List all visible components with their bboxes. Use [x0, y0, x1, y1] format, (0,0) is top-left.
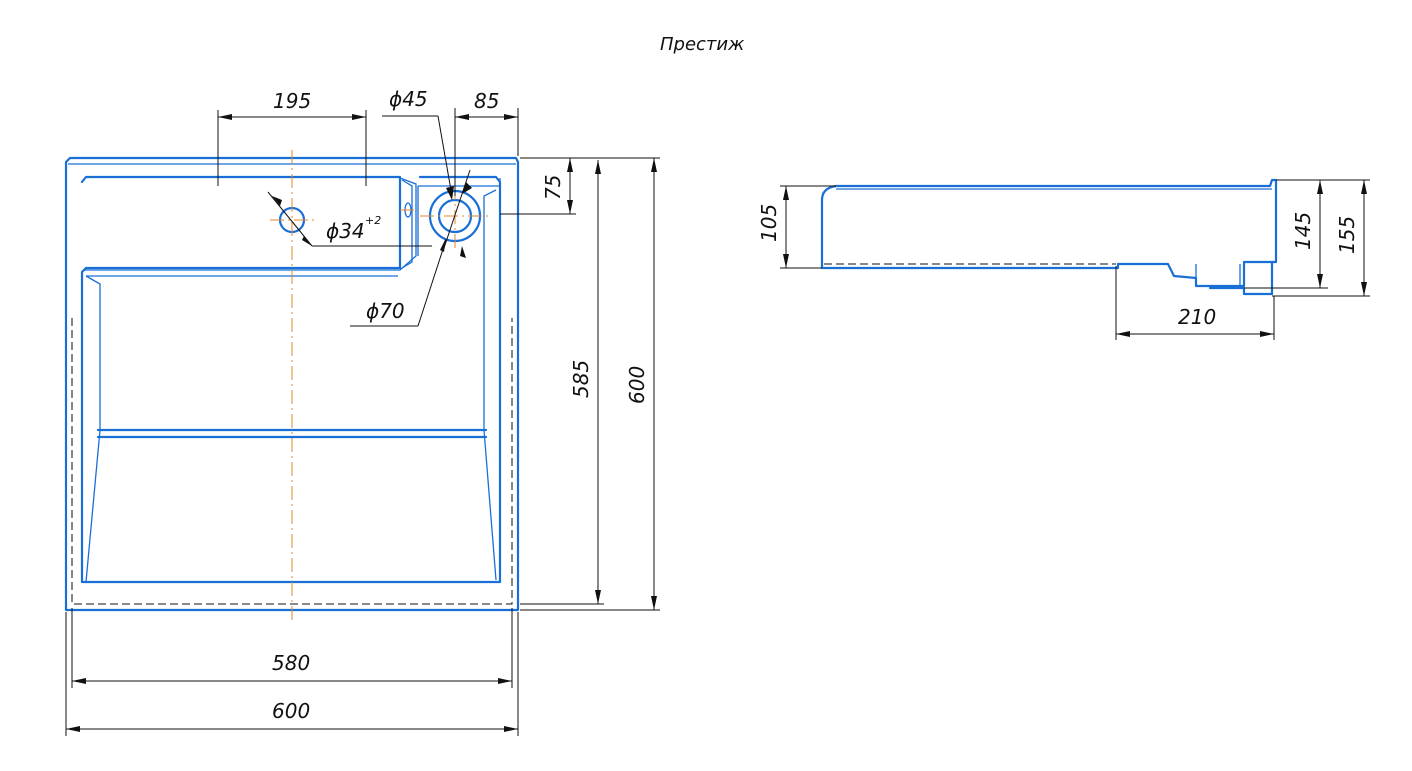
drawing-title: Престиж — [660, 34, 745, 55]
hidden-outline — [71, 318, 513, 605]
sink-outer-outline — [64, 156, 520, 612]
dim-155-label: 155 — [1335, 216, 1359, 254]
shelf-divider-left — [401, 179, 413, 269]
drain-niche — [417, 178, 501, 256]
dim-phi45-label: ϕ45 — [389, 87, 428, 111]
dim-580-label: 580 — [272, 651, 310, 675]
dim-phi34: ϕ34 +2 — [267, 191, 432, 247]
side-view: 105 145 155 210 — [757, 178, 1370, 340]
bowl-slope-right — [483, 189, 497, 581]
dim-600-vertical: 600 — [520, 157, 660, 611]
dim-585: 585 — [520, 160, 604, 605]
dim-85: 85 — [454, 89, 519, 196]
dim-580: 580 — [71, 608, 513, 688]
bowl-step-line — [96, 428, 488, 439]
dim-210-label: 210 — [1178, 305, 1216, 329]
side-outline — [820, 178, 1278, 288]
dim-105: 105 — [757, 185, 836, 269]
dim-85-label: 85 — [474, 89, 499, 113]
dim-195: 195 — [217, 89, 367, 186]
dim-585-label: 585 — [569, 360, 593, 398]
dim-210: 210 — [1115, 266, 1275, 340]
side-drain-inner — [1195, 264, 1241, 286]
bowl-slope-left — [85, 275, 101, 583]
dim-155: 155 — [1272, 179, 1370, 297]
dim-75: 75 — [500, 157, 576, 215]
dim-600-horizontal: 600 — [65, 612, 519, 736]
dim-phi34-label: ϕ34 — [326, 219, 365, 243]
dim-145-label: 145 — [1291, 212, 1315, 250]
dim-105-label: 105 — [757, 204, 781, 242]
dim-phi70-label: ϕ70 — [366, 299, 405, 323]
dim-75-label: 75 — [541, 175, 565, 200]
sink-inner-outline — [80, 175, 502, 584]
dim-145: 145 — [1244, 179, 1328, 289]
dim-phi45: ϕ45 — [382, 87, 472, 249]
dim-600-horizontal-label: 600 — [272, 699, 310, 723]
dim-phi70: ϕ70 — [350, 238, 466, 327]
top-view: 195 85 ϕ45 ϕ34 +2 — [64, 87, 660, 736]
dim-600-vertical-label: 600 — [625, 366, 649, 404]
dim-195-label: 195 — [273, 89, 311, 113]
shelf-ledge — [84, 177, 417, 271]
dim-phi34-tolerance: +2 — [365, 214, 381, 227]
side-drain-bottom — [1208, 260, 1274, 296]
